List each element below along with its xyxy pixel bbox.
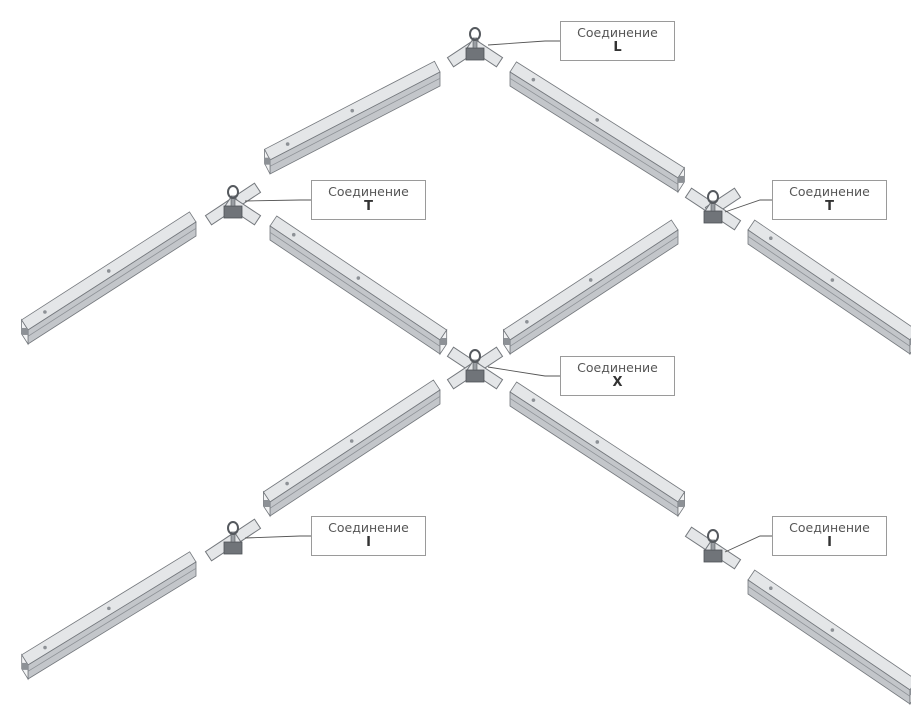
rail-segment xyxy=(22,212,197,344)
l-connector xyxy=(455,28,495,60)
callout-l-title: Соединение xyxy=(561,25,674,40)
rail-hole xyxy=(357,276,361,280)
rail-segment xyxy=(264,61,440,174)
callout-i-connector-left: Соединение I xyxy=(311,516,426,556)
rail-hole xyxy=(525,320,529,324)
rail-groove xyxy=(28,228,196,336)
rail-side-face xyxy=(510,392,678,516)
callout-t-left-type: T xyxy=(312,199,425,215)
rail-hole xyxy=(831,628,835,632)
rail-segment xyxy=(503,220,678,354)
rail-segment xyxy=(748,220,911,354)
callout-i-connector-right: Соединение I xyxy=(772,516,887,556)
rail-hole xyxy=(43,310,47,314)
rail-hole xyxy=(43,646,47,650)
connector-housing xyxy=(466,370,484,382)
rail-groove xyxy=(510,236,678,346)
callout-i-right-type: I xyxy=(773,535,886,551)
rail-end-slot xyxy=(678,176,684,183)
rail-groove xyxy=(28,568,196,671)
rail-side-face xyxy=(270,226,440,354)
rail-groove xyxy=(270,78,440,166)
rail-side-face xyxy=(28,562,196,679)
connector-housing xyxy=(704,211,722,223)
callout-l-type: L xyxy=(561,40,674,56)
rail-side-face xyxy=(510,72,678,192)
rail-segment xyxy=(510,382,685,516)
callout-l-connector: Соединение L xyxy=(560,21,675,61)
connector-housing xyxy=(704,550,722,562)
callout-leader-line xyxy=(725,536,772,552)
rail-end-slot xyxy=(22,328,28,335)
rail-hole xyxy=(532,398,536,402)
callout-leader-line xyxy=(245,200,311,201)
rail-hole xyxy=(107,269,111,273)
callout-leader-line xyxy=(488,41,560,45)
rail-hole xyxy=(769,236,773,240)
callout-i-left-type: I xyxy=(312,535,425,551)
rail-hole xyxy=(595,118,599,122)
rail-segment xyxy=(22,552,196,679)
callout-t-right-type: T xyxy=(773,199,886,215)
callout-i-right-title: Соединение xyxy=(773,520,886,535)
rail-end-slot xyxy=(504,338,510,345)
rail-groove xyxy=(270,232,440,346)
rail-segment xyxy=(510,62,684,192)
rail-end-slot xyxy=(440,338,446,345)
rail-hole xyxy=(595,440,599,444)
connector-housing xyxy=(466,48,484,60)
rail-hole xyxy=(286,142,290,146)
rail-hole xyxy=(831,278,835,282)
callout-t-right-title: Соединение xyxy=(773,184,886,199)
rail-end-slot xyxy=(264,158,270,165)
rail-hole xyxy=(769,586,773,590)
callout-x-title: Соединение xyxy=(561,360,674,375)
rail-side-face xyxy=(748,230,910,354)
rail-segment xyxy=(263,380,440,516)
rail-end-slot xyxy=(264,500,270,507)
x-connector xyxy=(455,350,495,382)
rail-end-slot xyxy=(22,663,28,670)
rail-end-slot xyxy=(678,500,684,507)
rail-hole xyxy=(350,109,354,113)
callout-t-connector-left: Соединение T xyxy=(311,180,426,220)
rail-side-face xyxy=(748,580,910,704)
i-connector-right xyxy=(693,530,733,562)
callout-i-left-title: Соединение xyxy=(312,520,425,535)
connector-housing xyxy=(224,206,242,218)
rail-side-face xyxy=(510,230,678,354)
rail-hole xyxy=(107,607,111,611)
rail-groove xyxy=(748,236,910,346)
rail-hole xyxy=(292,233,296,237)
rail-hole xyxy=(350,439,354,443)
rail-side-face xyxy=(270,390,440,516)
rails-layer xyxy=(22,61,911,704)
rail-hole xyxy=(532,78,536,82)
callout-t-connector-right: Соединение T xyxy=(772,180,887,220)
callout-leader-line xyxy=(245,536,311,538)
rail-groove xyxy=(510,78,678,184)
callout-x-connector: Соединение X xyxy=(560,356,675,396)
callout-x-type: X xyxy=(561,375,674,391)
callout-t-left-title: Соединение xyxy=(312,184,425,199)
rail-side-face xyxy=(28,222,196,344)
t-connector-left xyxy=(213,186,253,218)
connector-housing xyxy=(224,542,242,554)
rail-hole xyxy=(285,482,289,486)
t-connector-right xyxy=(693,191,733,223)
rail-groove xyxy=(748,586,910,696)
rail-groove xyxy=(510,398,678,508)
callout-leader-line xyxy=(488,367,560,376)
rail-groove xyxy=(270,396,440,508)
rail-side-face xyxy=(270,72,440,174)
rail-hole xyxy=(589,278,593,282)
rail-segment xyxy=(748,570,911,704)
rail-segment xyxy=(270,216,447,354)
